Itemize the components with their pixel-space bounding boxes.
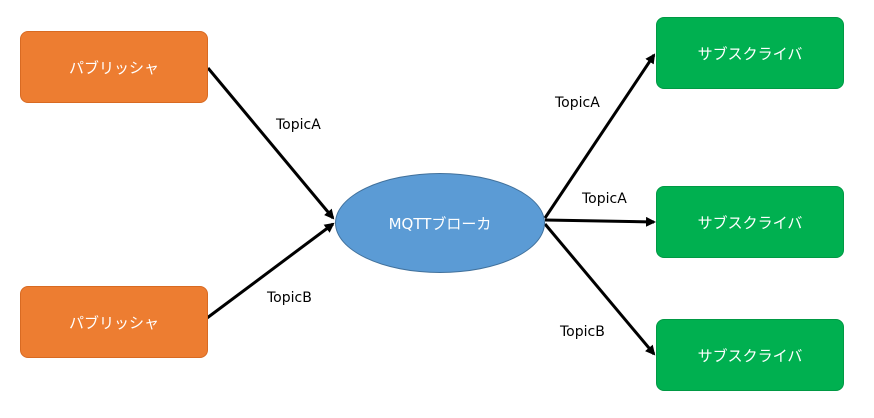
arrow-broker-to-subscriber-1 (543, 53, 656, 219)
subscriber-1: サブスクライバ (656, 17, 844, 89)
topic-label-publisher-1: TopicA (276, 117, 321, 133)
topic-label-publisher-2: TopicB (267, 290, 312, 306)
publisher-2: パブリッシャ (20, 286, 208, 358)
subscriber-2-label: サブスクライバ (697, 213, 803, 232)
subscriber-1-label: サブスクライバ (697, 44, 803, 63)
topic-label-subscriber-1: TopicA (555, 95, 600, 111)
mqtt-broker: MQTTブローカ (335, 173, 545, 273)
subscriber-3-label: サブスクライバ (697, 346, 803, 365)
publisher-1: パブリッシャ (20, 31, 208, 103)
publisher-2-label: パブリッシャ (68, 313, 159, 332)
arrow-publisher-1-to-broker (206, 67, 335, 220)
publisher-1-label: パブリッシャ (68, 58, 159, 77)
arrow-broker-to-subscriber-2 (544, 216, 656, 227)
arrow-broker-to-subscriber-3 (543, 223, 656, 356)
subscriber-2: サブスクライバ (656, 186, 844, 258)
broker-label: MQTTブローカ (388, 214, 492, 233)
subscriber-3: サブスクライバ (656, 319, 844, 391)
topic-label-subscriber-2: TopicA (582, 191, 627, 207)
arrow-publisher-2-to-broker (202, 222, 335, 323)
topic-label-subscriber-3: TopicB (560, 324, 605, 340)
